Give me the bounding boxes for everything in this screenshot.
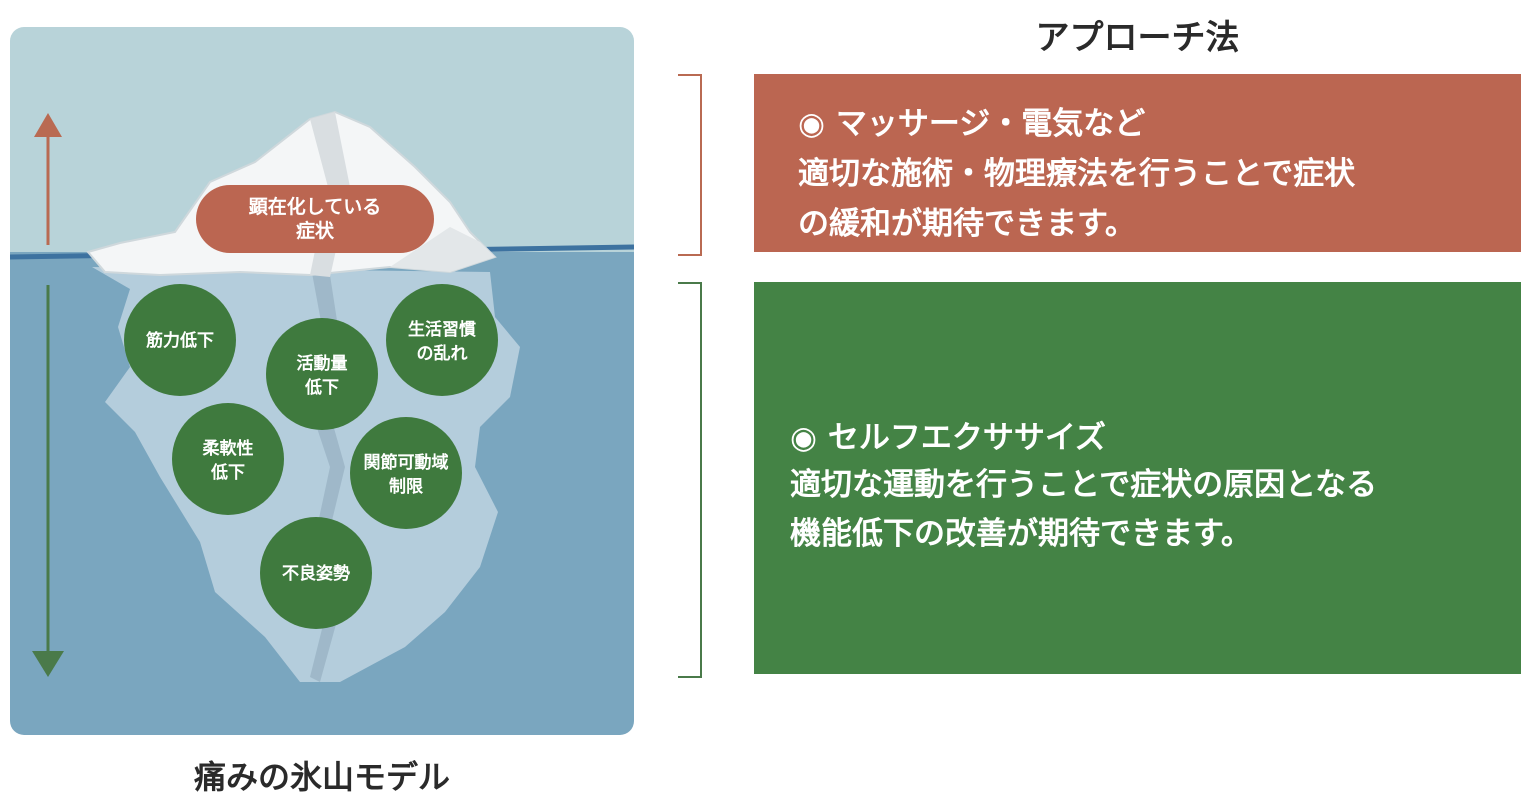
- up-arrow-head: [34, 113, 62, 137]
- approach-title: アプローチ法: [1035, 18, 1240, 58]
- exercise-card: ◉ セルフエクササイズ 適切な運動を行うことで症状の原因となる 機能低下の改善が…: [754, 282, 1521, 674]
- massage-card: ◉ マッサージ・電気など 適切な施術・物理療法を行うことで症状 の緩和が期待でき…: [754, 74, 1521, 252]
- bracket-exercise: [678, 282, 702, 678]
- massage-text-line2: の緩和が期待できます。: [798, 206, 1136, 242]
- exercise-heading: ◉ セルフエクササイズ: [790, 420, 1106, 456]
- cause-label: 活動量低下: [297, 353, 348, 398]
- cause-circle: [260, 517, 372, 629]
- exercise-text-line2: 機能低下の改善が期待できます。: [790, 516, 1252, 552]
- massage-heading: ◉ マッサージ・電気など: [798, 106, 1146, 142]
- cause-circle: [350, 417, 462, 529]
- cause-label: 筋力低下: [145, 330, 214, 351]
- iceberg-shade: [390, 227, 495, 272]
- cause-label: 不良姿勢: [282, 563, 350, 584]
- cause-circle: [172, 403, 284, 515]
- visible-symptom-pill: [196, 185, 434, 253]
- cause-label: 関節可動域制限: [364, 452, 449, 497]
- exercise-text-line1: 適切な運動を行うことで症状の原因となる: [790, 467, 1378, 503]
- cause-label: 柔軟性低下: [203, 438, 254, 483]
- cause-label: 生活習慣の乱れ: [408, 319, 476, 364]
- visible-symptom-label: 顕在化している症状: [249, 195, 381, 242]
- cause-circle: [124, 284, 236, 396]
- iceberg-diagram: 顕在化している症状 筋力低下活動量低下 生活習慣の乱れ柔軟性低下 関節可動域制限不良…: [10, 27, 634, 735]
- down-arrow-head: [32, 651, 64, 677]
- massage-text-line1: 適切な施術・物理療法を行うことで症状: [798, 156, 1356, 192]
- cause-circle: [386, 284, 498, 396]
- model-title: 痛みの氷山モデル: [193, 758, 450, 796]
- bracket-massage: [678, 74, 702, 256]
- cause-circle: [266, 318, 378, 430]
